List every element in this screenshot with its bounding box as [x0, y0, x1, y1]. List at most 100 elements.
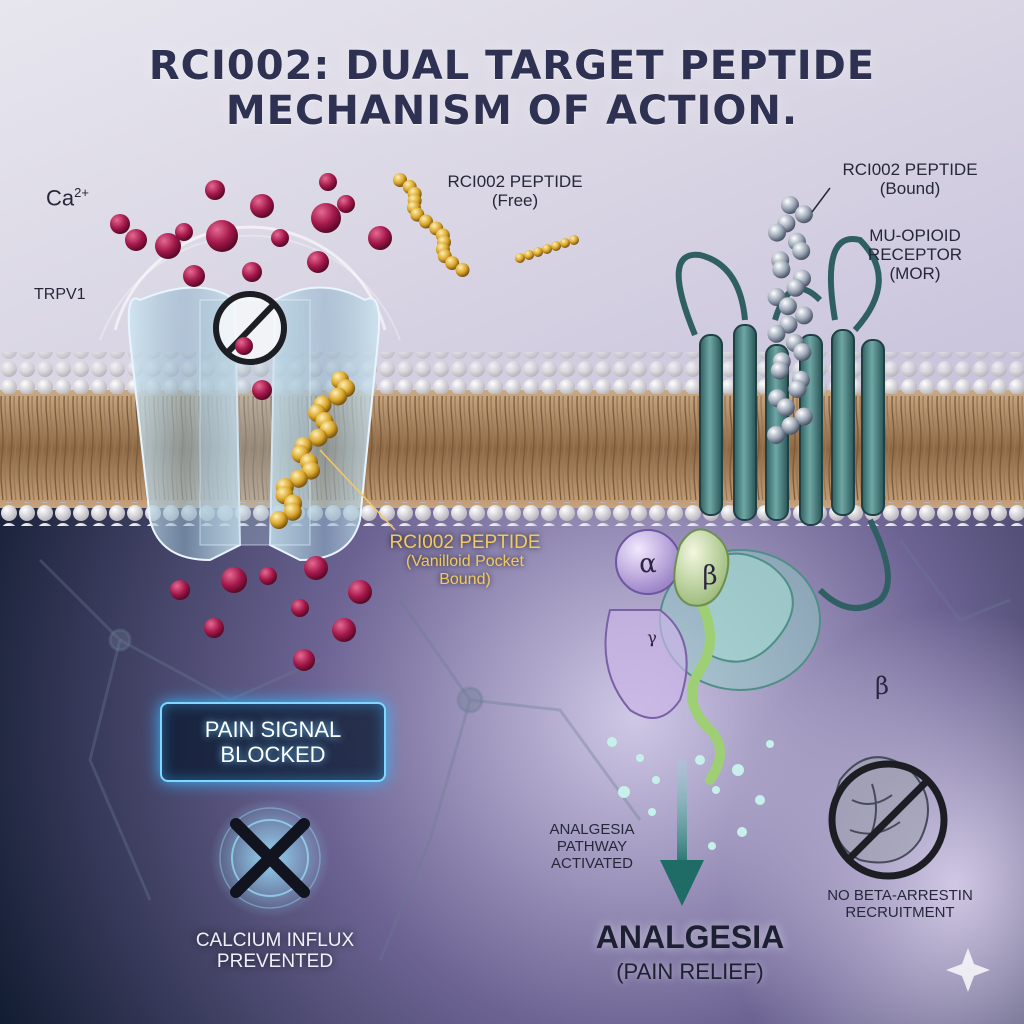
peptide-atom: [289, 469, 308, 488]
receptor-name: MU-OPIOID RECEPTOR: [867, 226, 963, 265]
calcium-ion: [332, 618, 356, 642]
beta-symbol-second: β: [875, 672, 889, 700]
signal-bubble: [766, 740, 774, 748]
signal-bubble: [636, 754, 644, 762]
bound-peptide-name: RCI002 PEPTIDE: [842, 160, 978, 179]
pathway-activated-label: ANALGESIA PATHWAY ACTIVATED: [549, 821, 635, 872]
signal-bubble: [652, 776, 660, 784]
calcium-ion: [125, 229, 147, 251]
bound-peptide-state: (Bound): [879, 179, 941, 199]
pain-signal-blocked-text: PAIN SIGNAL BLOCKED: [204, 716, 342, 767]
peptide-atom: [768, 223, 787, 242]
receptor-label: MU-OPIOID RECEPTOR (MOR): [830, 226, 1000, 283]
calcium-ions: [110, 173, 392, 671]
peptide-atom: [794, 306, 813, 325]
free-peptide-name: RCI002 PEPTIDE: [447, 172, 583, 191]
calcium-ion: [319, 173, 337, 191]
free-peptide-state: (Free): [491, 191, 539, 211]
peptide-atom: [524, 250, 534, 260]
calcium-ion: [259, 567, 277, 585]
peptide-atom: [776, 398, 795, 417]
beta-subunit: [673, 528, 730, 607]
peptide-atom: [445, 256, 460, 271]
peptide-atom: [778, 297, 797, 316]
trpv1-label: TRPV1: [34, 286, 86, 303]
peptide-atom: [794, 407, 813, 426]
calcium-ion: [175, 223, 193, 241]
signal-bubble: [737, 827, 747, 837]
receptor-helix: [831, 329, 855, 516]
calcium-ion: [311, 203, 341, 233]
vanilloid-peptide-name: RCI002 PEPTIDE: [389, 532, 541, 553]
calcium-ion: [110, 214, 130, 234]
peptide-atom: [283, 502, 302, 521]
peptide-atom: [793, 343, 812, 362]
signal-bubble: [607, 737, 617, 747]
peptide-atom: [569, 235, 579, 245]
calcium-ion: [307, 251, 329, 273]
signal-bubble: [712, 786, 720, 794]
signal-bubble: [755, 795, 765, 805]
peptide-atom: [551, 241, 561, 251]
vanilloid-peptide-state: (Vanilloid Pocket Bound): [406, 553, 524, 589]
sparkle-icon: [946, 948, 990, 992]
receptor-bound-peptide: [767, 196, 813, 444]
calcium-ion: [337, 195, 355, 213]
calcium-ion: [170, 580, 190, 600]
calcium-ion: [304, 556, 328, 580]
peptide-atom: [794, 205, 813, 224]
calcium-ion: [221, 567, 247, 593]
calcium-ion: [205, 180, 225, 200]
signal-bubble: [708, 842, 716, 850]
receptor-helix: [699, 334, 723, 516]
vanilloid-peptide-label: RCI002 PEPTIDE (Vanilloid Pocket Bound): [380, 532, 550, 589]
calcium-ion: [271, 229, 289, 247]
page-title: RCI002: DUAL TARGET PEPTIDE MECHANISM OF…: [148, 43, 876, 134]
free-peptide-molecule: [393, 173, 470, 277]
beta-symbol: β: [702, 561, 717, 591]
bound-peptide-label: RCI002 PEPTIDE (Bound): [810, 160, 1010, 198]
peptide-atom: [455, 263, 470, 277]
g-protein-gamma-domain: [604, 609, 688, 719]
trpv1-glow-ring-outer: [99, 234, 401, 341]
peptide-atom: [792, 242, 811, 260]
peptide-atom: [542, 244, 552, 254]
free-peptide-label: RCI002 PEPTIDE (Free): [430, 172, 600, 210]
calcium-ion-label: Ca2+: [46, 185, 89, 211]
signal-bubbles: [607, 737, 774, 850]
peptide-atom: [767, 324, 786, 343]
signal-bubble: [695, 755, 705, 765]
calcium-ion: [183, 265, 205, 287]
calcium-ion: [155, 233, 181, 259]
peptide-atom: [329, 387, 348, 406]
peptide-atom: [767, 426, 786, 444]
receptor-helix: [799, 334, 823, 526]
pain-relief-label: (PAIN RELIEF): [616, 959, 764, 984]
trpv1-glow-ring: [113, 225, 387, 331]
peptide-atom: [419, 214, 434, 229]
calcium-ion-charge: 2+: [74, 185, 89, 200]
peptide-atom: [788, 380, 807, 398]
no-beta-arrestin-icon: [828, 756, 948, 880]
calcium-ion: [291, 599, 309, 617]
receptor-abbrev: (MOR): [889, 264, 941, 284]
calcium-ion: [204, 618, 224, 638]
alpha-symbol: α: [639, 549, 657, 579]
neuron-silhouettes: [38, 539, 1011, 961]
peptide-atom: [770, 361, 789, 380]
vanilloid-bound-peptide: [269, 371, 356, 529]
analgesia-label: ANALGESIA: [595, 919, 785, 955]
no-beta-arrestin-label: NO BETA-ARRESTIN RECRUITMENT: [827, 887, 973, 921]
calcium-ion-symbol: Ca: [46, 185, 75, 211]
peptide-atom: [786, 278, 805, 297]
peptide-atom: [515, 253, 525, 263]
receptor-helices: [699, 324, 885, 526]
bound-peptide-leader-line: [811, 187, 831, 213]
peptide-atom: [560, 238, 570, 248]
calcium-ion: [293, 649, 315, 671]
trpv1-channel: [127, 286, 381, 562]
signal-bubble: [618, 786, 630, 798]
trpv1-left-lobe: [127, 286, 242, 562]
signal-bubble: [648, 808, 656, 816]
